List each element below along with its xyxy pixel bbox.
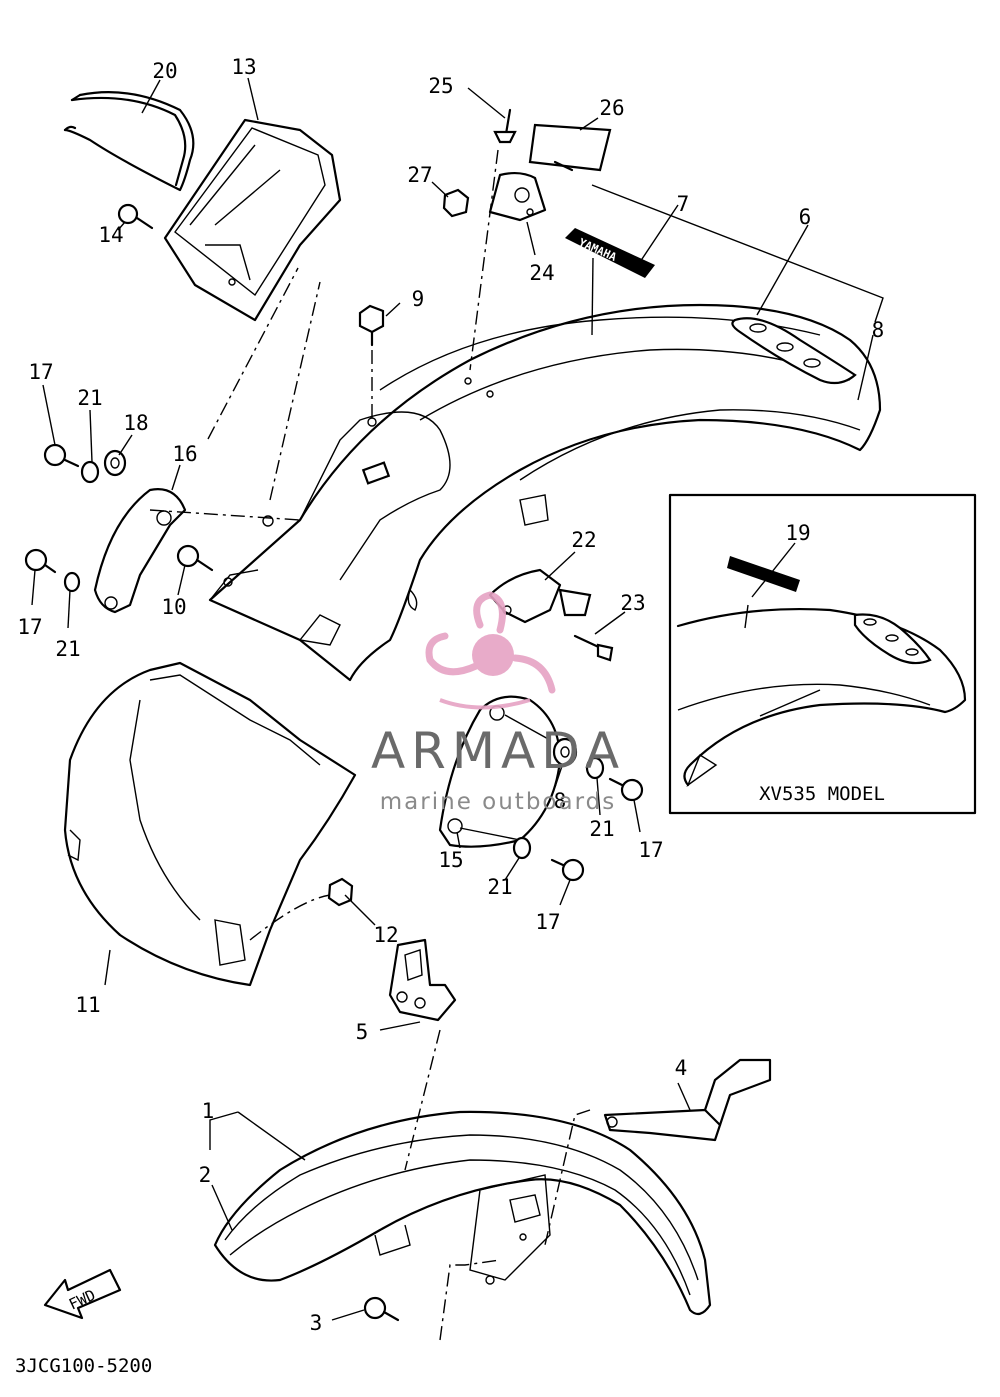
bolt-12 [327,877,354,907]
centerline-front [439,1259,501,1341]
seal-20 [63,91,195,192]
centerline-bracket [149,509,301,521]
watermark-brand: ARMADA [371,722,625,780]
washer-21c [585,756,605,780]
inset-fender [676,607,967,787]
bracket-16 [93,488,187,614]
bolt-3 [363,1296,400,1322]
label-27: 27 [407,163,432,187]
label-12: 12 [373,923,398,947]
inset-xv535: 19 XV535 MODEL [668,493,977,815]
label-17a: 17 [28,360,53,384]
screw-23 [573,634,614,662]
fwd-label: FWD [66,1286,98,1314]
label-21a: 21 [77,386,102,410]
label-1: 1 [202,1099,215,1123]
label-3: 3 [310,1311,323,1335]
label-26: 26 [599,96,624,120]
washer-21d [512,836,532,860]
label-7: 7 [677,192,690,216]
bolt-17a [43,443,80,468]
label-18a: 18 [123,411,148,435]
bolt-17d [550,858,585,882]
label-14: 14 [98,223,123,247]
label-25: 25 [428,74,453,98]
centerline-flap [207,267,321,501]
label-13: 13 [231,55,256,79]
inset-emblem [727,556,800,592]
rear-fender [208,303,882,682]
collar-18b [552,737,578,767]
label-4: 4 [675,1056,688,1080]
label-6: 6 [799,205,812,229]
inset-caption: XV535 MODEL [759,783,885,805]
brace-4 [603,1058,772,1142]
washer-21a [80,460,100,484]
label-21c: 21 [589,817,614,841]
label-18b: 8 [554,789,567,813]
emblem-plate [731,317,857,385]
label-23: 23 [620,591,645,615]
armada-watermark: ARMADA marine outboards [371,591,625,815]
label-15: 15 [438,848,463,872]
nut-27 [442,188,470,218]
label-17d: 17 [535,910,560,934]
washer-21b [63,571,81,593]
leader-lines [31,77,884,1321]
flap-13 [163,118,342,322]
armada-logo [425,591,556,710]
reflector-26 [528,123,612,172]
label-8: 8 [872,318,885,342]
label-9: 9 [412,287,425,311]
label-22: 22 [571,528,596,552]
watermark-tagline: marine outboards [380,789,616,815]
fender-extension-11 [63,661,357,987]
part-labels: 20 13 14 25 26 27 24 7 6 8 9 17 21 18 16… [17,55,884,1335]
screw-25 [469,108,517,371]
label-5: 5 [356,1020,369,1044]
label-2: 2 [199,1163,212,1187]
label-24: 24 [529,261,554,285]
drawing-code: 3JCG100-5200 [15,1355,152,1377]
label-17c: 17 [638,838,663,862]
centerline-brace [544,1109,591,1246]
bolt-14 [117,203,154,230]
label-16: 16 [172,442,197,466]
label-17b: 17 [17,615,42,639]
label-10: 10 [161,595,186,619]
bolt-17b [24,548,57,574]
front-fender [213,1110,712,1316]
bolt-17c [608,777,644,802]
label-19: 19 [785,521,810,545]
bolt-10 [176,544,214,572]
bracket-15 [438,695,562,848]
bracket-24 [488,171,547,222]
inset-frame [668,493,977,815]
bolt-9 [358,304,385,418]
stay-5 [388,938,457,1171]
label-11: 11 [75,993,100,1017]
label-21d: 21 [487,875,512,899]
collar-18a [103,449,127,477]
yamaha-emblem: YAMAHA [565,228,655,278]
fwd-arrow: FWD [43,1268,122,1320]
label-21b: 21 [55,637,80,661]
holder-22 [488,568,592,624]
label-20: 20 [152,59,177,83]
